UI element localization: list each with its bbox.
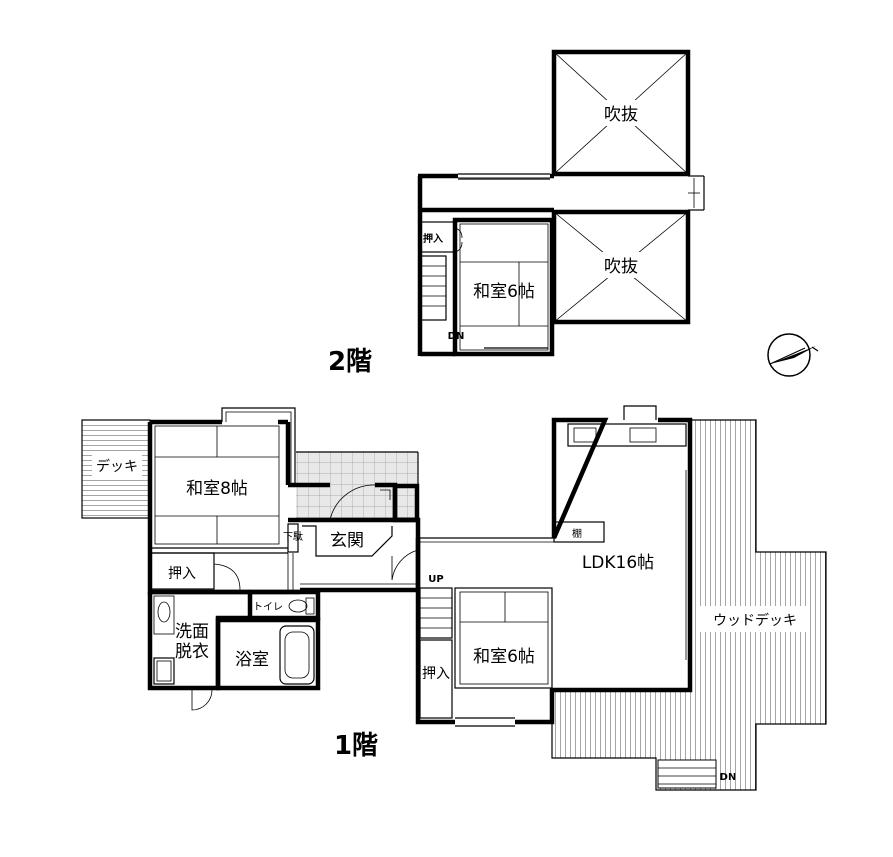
shelf-label: 棚 — [572, 527, 582, 540]
washitsu-8: 和室8帖 — [147, 407, 300, 595]
bathroom-label: 浴室 — [235, 650, 269, 670]
void-top-label: 吹抜 — [604, 105, 638, 125]
washroom-label-2: 脱衣 — [175, 642, 209, 662]
left-oshiire: 押入 — [149, 552, 294, 591]
north-arrow-icon — [767, 333, 819, 377]
upper-stairs: DN — [419, 255, 465, 342]
genkan: 下駄 玄関 — [283, 517, 421, 593]
geta-label: 下駄 — [283, 530, 303, 543]
deck-dn-label: DN — [720, 772, 737, 783]
upper-oshiire-label: 押入 — [423, 232, 443, 245]
upper-stair-dn-label: DN — [448, 331, 465, 342]
middle-oshiire: 押入 — [419, 639, 453, 719]
ldk-label: LDK16帖 — [582, 553, 654, 573]
wood-deck-label: ウッドデッキ — [713, 612, 797, 629]
lower-washitsu-label: 和室6帖 — [473, 647, 535, 667]
washitsu-8-label: 和室8帖 — [186, 479, 248, 499]
first-floor: デッキ 和室8帖 押入 — [81, 405, 827, 791]
upper-oshiire: 押入 — [419, 221, 463, 253]
middle-oshiire-label-1: 押入 — [422, 666, 450, 682]
upper-washitsu-label: 和室6帖 — [473, 282, 535, 302]
stair-up-label: UP — [428, 574, 443, 585]
second-floor: 吹抜 吹抜 和室6帖 — [328, 49, 705, 377]
toilet-label: トイレ — [253, 602, 283, 613]
genkan-label: 玄関 — [330, 531, 364, 551]
left-oshiire-label: 押入 — [168, 566, 196, 582]
toilet: トイレ — [247, 589, 321, 621]
second-floor-label: 2階 — [328, 347, 372, 377]
ldk: 棚 LDK16帖 — [415, 405, 693, 725]
wood-deck: ウッドデッキ DN — [551, 419, 827, 791]
small-deck-label: デッキ — [96, 458, 138, 475]
bathroom: 浴室 — [215, 617, 321, 691]
void-middle: 吹抜 — [551, 209, 691, 325]
void-middle-label: 吹抜 — [604, 257, 638, 277]
lower-stairs: UP — [419, 574, 453, 639]
lower-washitsu: 和室6帖 — [454, 587, 553, 727]
washroom-label-1: 洗面 — [175, 622, 209, 642]
small-deck: デッキ — [81, 419, 151, 519]
upper-washitsu: 和室6帖 — [452, 217, 555, 357]
entry-porch — [288, 451, 420, 523]
void-top: 吹抜 — [551, 49, 691, 177]
first-floor-label: 1階 — [334, 731, 378, 761]
